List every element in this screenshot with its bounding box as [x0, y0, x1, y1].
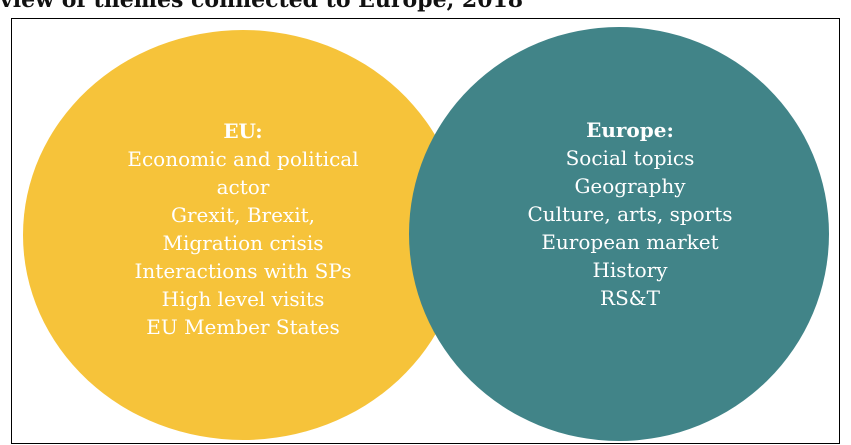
eu-item: EU Member States [146, 315, 340, 339]
europe-item: RS&T [600, 286, 660, 310]
europe-circle [409, 27, 829, 441]
eu-heading: EU: [223, 119, 263, 143]
europe-item: History [592, 258, 668, 282]
europe-heading: Europe: [586, 118, 674, 142]
europe-text-block: Europe: Social topics Geography Culture,… [510, 116, 750, 312]
eu-item: Grexit, Brexit, [171, 203, 315, 227]
eu-circle [23, 30, 463, 440]
eu-text-block: EU: Economic and political actor Grexit,… [103, 117, 383, 341]
diagram-frame [11, 18, 840, 444]
eu-item: actor [216, 175, 270, 199]
europe-item: European market [541, 230, 719, 254]
eu-item: High level visits [161, 287, 325, 311]
eu-item: Economic and political [127, 147, 359, 171]
eu-item: Migration crisis [162, 231, 324, 255]
europe-item: Geography [574, 174, 686, 198]
europe-item: Social topics [565, 146, 695, 170]
europe-item: Culture, arts, sports [527, 202, 733, 226]
eu-item: Interactions with SPs [134, 259, 352, 283]
figure-caption: view of themes connected to Europe, 2018 [0, 0, 524, 13]
